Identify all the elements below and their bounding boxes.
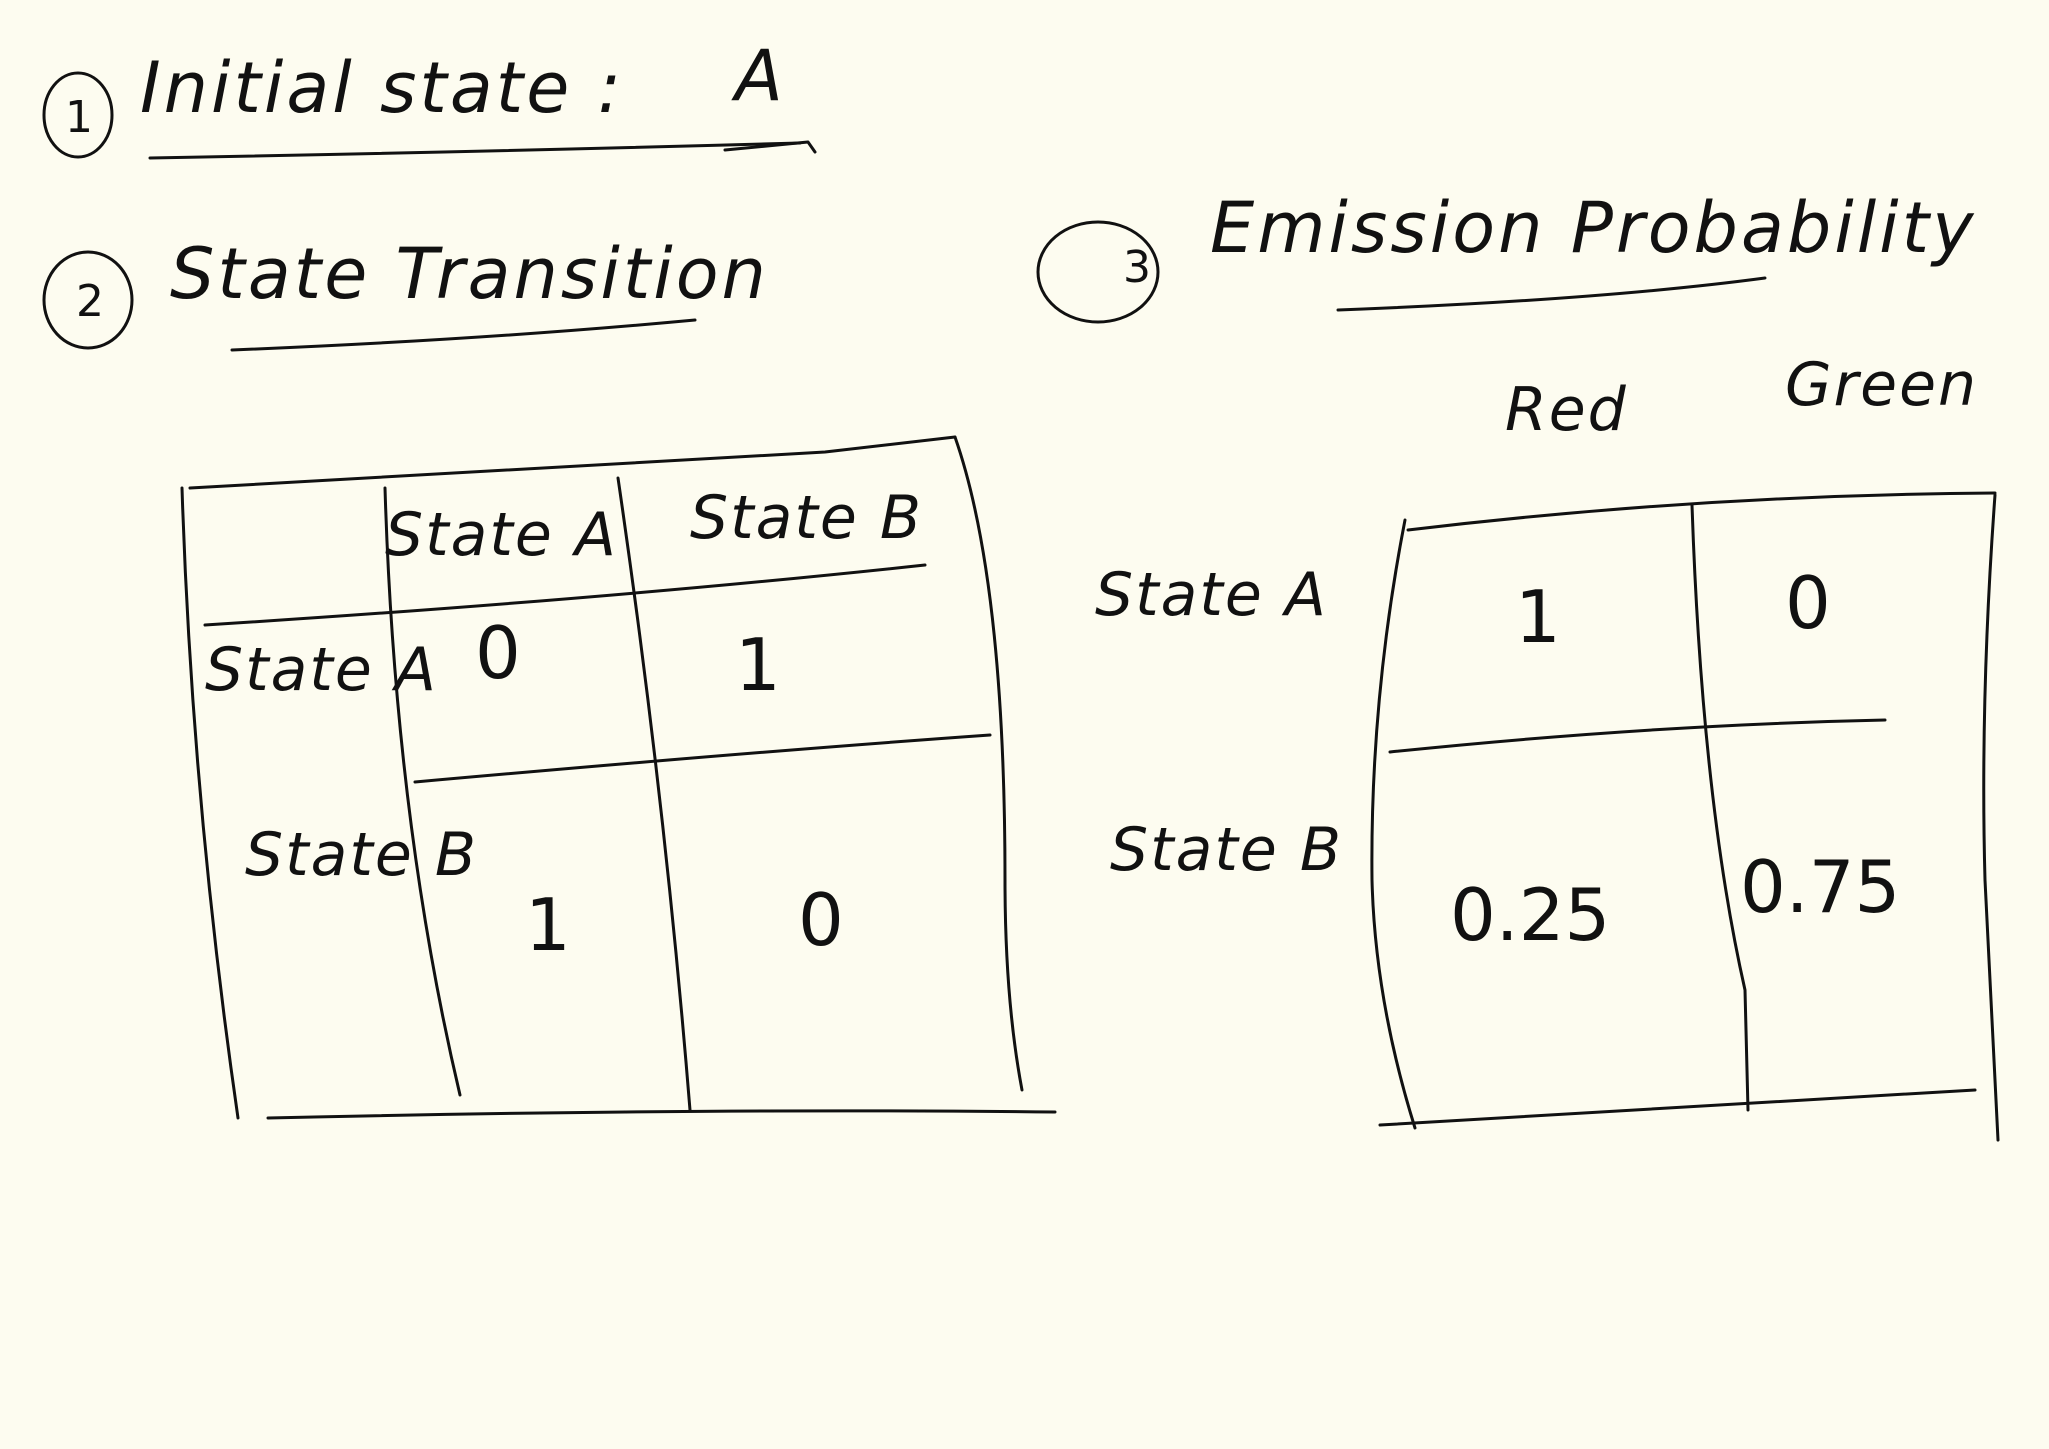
st-col-header-state-b: State B (690, 483, 923, 553)
ep-table-row-divider (1388, 718, 1887, 754)
state-transition-section: 2 State Transition State A State B State… (42, 233, 1057, 1120)
st-row-header-state-a: State A (205, 635, 438, 705)
section-3-number: 3 (1123, 242, 1151, 293)
ep-cell-b-green: 0.75 (1740, 845, 1900, 929)
initial-state-label: Initial state : (140, 47, 624, 129)
st-cell-b-b: 0 (798, 878, 844, 962)
ep-cell-b-red: 0.25 (1450, 873, 1610, 957)
ep-col-header-red: Red (1505, 375, 1628, 445)
st-table-left-border (180, 486, 240, 1120)
st-col-header-state-a: State A (385, 500, 618, 570)
emission-probability-section: 3 Emission Probability Red Green State A… (1036, 187, 2000, 1142)
section-3-number-circle (1036, 220, 1160, 324)
ep-table-top-border (1406, 491, 1997, 532)
initial-state-underline (148, 141, 802, 160)
ep-table-left-border (1370, 518, 1417, 1130)
st-cell-a-a: 0 (475, 611, 521, 695)
ep-col-header-green: Green (1785, 350, 1978, 420)
ep-row-header-state-b: State B (1110, 815, 1343, 885)
state-transition-underline (230, 318, 697, 352)
ep-cell-a-green: 0 (1785, 561, 1831, 645)
ep-table-right-border (1982, 493, 2000, 1142)
st-row-header-state-b: State B (245, 820, 478, 890)
initial-state-section: 1 Initial state : A (42, 35, 817, 160)
st-table-row-divider (413, 733, 992, 784)
st-cell-a-b: 1 (735, 623, 781, 707)
section-1-number: 1 (65, 92, 93, 143)
st-table-header-divider (203, 563, 927, 627)
state-transition-title: State Transition (170, 233, 769, 315)
st-table-bottom-border (266, 1109, 1057, 1120)
st-table-col-divider-1 (383, 486, 462, 1097)
section-2-number-circle (42, 250, 134, 350)
state-transition-table: State A State B State A State B 0 1 1 0 (180, 435, 1057, 1120)
emission-probability-table: 1 0 0.25 0.75 (1370, 491, 2000, 1142)
ep-table-col-divider (1690, 503, 1750, 1112)
st-cell-b-a: 1 (525, 883, 571, 967)
st-table-right-border (953, 435, 1024, 1092)
section-1-number-circle (42, 71, 114, 159)
ep-cell-a-red: 1 (1515, 575, 1561, 659)
st-table-top-border (188, 435, 957, 490)
st-table-col-divider-2 (616, 476, 692, 1112)
initial-state-value-underline (723, 140, 817, 154)
ep-table-bottom-border (1378, 1088, 1977, 1127)
emission-probability-title: Emission Probability (1210, 187, 1977, 269)
ep-row-header-state-a: State A (1095, 560, 1328, 630)
initial-state-value: A (731, 35, 786, 117)
section-2-number: 2 (76, 276, 104, 327)
emission-probability-underline (1336, 276, 1767, 312)
